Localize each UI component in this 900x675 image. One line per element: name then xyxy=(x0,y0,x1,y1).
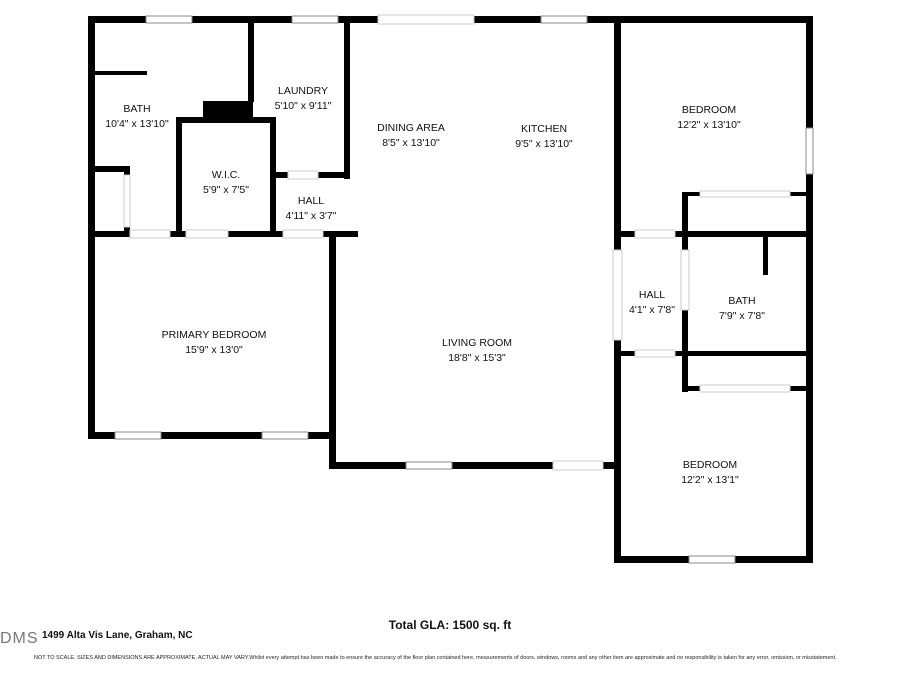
disclaimer: NOT TO SCALE. SIZES AND DIMENSIONS ARE A… xyxy=(34,655,837,661)
room-label-wic: W.I.C.5'9" x 7'5" xyxy=(203,169,249,196)
logo: DMS xyxy=(0,630,39,647)
total-gla: Total GLA: 1500 sq. ft xyxy=(388,618,512,632)
windows-and-doors xyxy=(114,14,814,564)
address: 1499 Alta Vis Lane, Graham, NC xyxy=(42,630,193,641)
